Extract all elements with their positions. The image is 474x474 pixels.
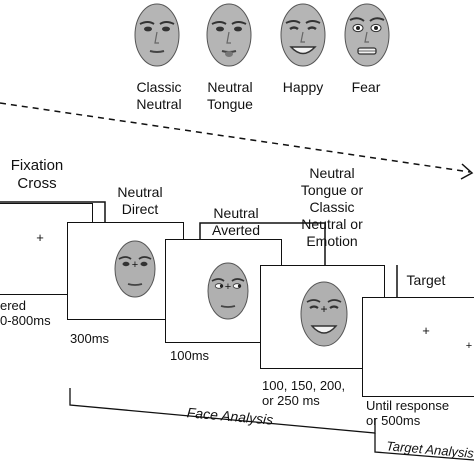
neutral-tongue-label: Neutral Tongue bbox=[207, 79, 253, 112]
fear-label: Fear bbox=[351, 79, 381, 95]
fixation-cross: + bbox=[36, 230, 44, 245]
fixation-title: Fixation Cross bbox=[10, 157, 64, 192]
neutral-averted-title: Neutral Averted bbox=[212, 205, 260, 238]
neutral-direct-title: Neutral Direct bbox=[117, 184, 163, 217]
emotion-title: Neutral Tongue or Classic Neutral or Emo… bbox=[300, 165, 364, 249]
target-frame bbox=[362, 297, 474, 397]
happy-face bbox=[278, 2, 328, 73]
emotion-happy-face: + bbox=[298, 280, 350, 353]
face-analysis-bracket bbox=[69, 388, 376, 434]
fear-face bbox=[342, 2, 392, 73]
neutral-averted-face: + bbox=[205, 261, 251, 326]
emotion-duration: 100, 150, 200, or 250 ms bbox=[262, 378, 346, 408]
svg-text:+: + bbox=[225, 281, 231, 293]
classic-neutral-face bbox=[132, 2, 182, 73]
neutral-tongue-face bbox=[204, 2, 254, 73]
target-peripheral-marker: + bbox=[465, 340, 473, 352]
target-analysis-bracket bbox=[374, 433, 474, 461]
neutral-direct-duration: 300ms bbox=[70, 331, 110, 346]
svg-text:+: + bbox=[132, 259, 138, 271]
fixation-duration: ered 0-800ms bbox=[0, 298, 51, 328]
target-title: Target bbox=[406, 272, 446, 288]
target-duration: Until response or 500ms bbox=[366, 398, 450, 428]
neutral-direct-face: + bbox=[112, 239, 158, 304]
timeline-arrowhead bbox=[460, 163, 474, 180]
neutral-averted-duration: 100ms bbox=[170, 348, 210, 363]
svg-text:+: + bbox=[320, 302, 327, 316]
happy-label: Happy bbox=[282, 79, 324, 95]
timeline-dashed-line bbox=[0, 102, 471, 173]
classic-neutral-label: Classic Neutral bbox=[136, 79, 182, 112]
target-cross: + bbox=[422, 323, 430, 338]
